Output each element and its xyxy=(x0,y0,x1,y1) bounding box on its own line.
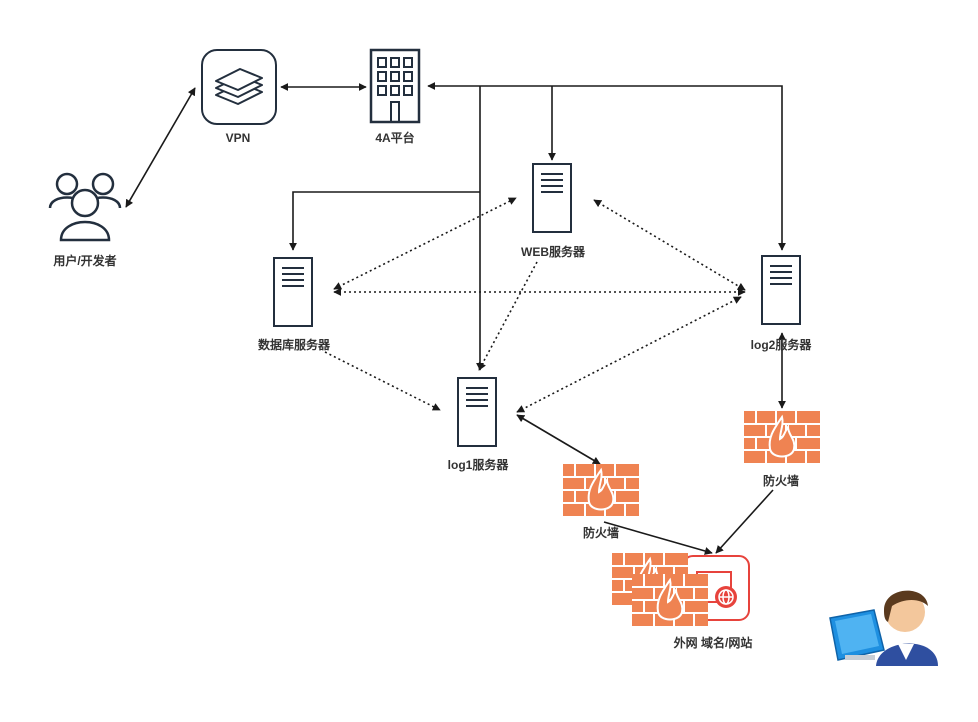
db-server-icon xyxy=(273,257,313,327)
solid-connectors xyxy=(125,82,786,555)
log1-server-label: log1服务器 xyxy=(447,458,509,472)
firewall-left-icon xyxy=(562,463,640,517)
vpn-label: VPN xyxy=(225,131,251,145)
edge-web-log1 xyxy=(478,261,538,371)
firewall-left-label: 防火墙 xyxy=(582,526,620,540)
log2-server-icon xyxy=(761,255,801,325)
users-label: 用户/开发者 xyxy=(53,254,117,268)
building-icon xyxy=(369,48,421,124)
users-group-icon xyxy=(48,172,122,242)
edge-users-vpn xyxy=(125,87,196,208)
edge-log2-log1 xyxy=(516,296,742,413)
edge-log1-firewall xyxy=(516,414,601,465)
firewall-right-icon xyxy=(743,410,821,464)
admin-workstation-icon xyxy=(829,590,938,666)
firewall-right-label: 防火墙 xyxy=(762,474,800,488)
edge-db-log1 xyxy=(324,351,441,411)
dotted-connectors xyxy=(324,197,746,413)
web-server-icon xyxy=(532,163,572,233)
edge-firewall2-external xyxy=(715,489,774,554)
external-label: 外网 域名/网站 xyxy=(673,636,753,650)
edge-4a-log2 xyxy=(427,82,786,251)
db-server-label: 数据库服务器 xyxy=(257,338,331,352)
log2-server-label: log2服务器 xyxy=(750,338,812,352)
edge-firewall-external xyxy=(603,521,713,555)
web-server-label: WEB服务器 xyxy=(521,245,585,259)
log1-server-icon xyxy=(457,377,497,447)
platform-4a-label: 4A平台 xyxy=(375,131,415,145)
edge-web-log2 xyxy=(593,199,746,291)
edge-db-web xyxy=(333,197,517,290)
edge-4a-db xyxy=(289,191,480,251)
vpn-gateway-icon xyxy=(201,49,277,125)
